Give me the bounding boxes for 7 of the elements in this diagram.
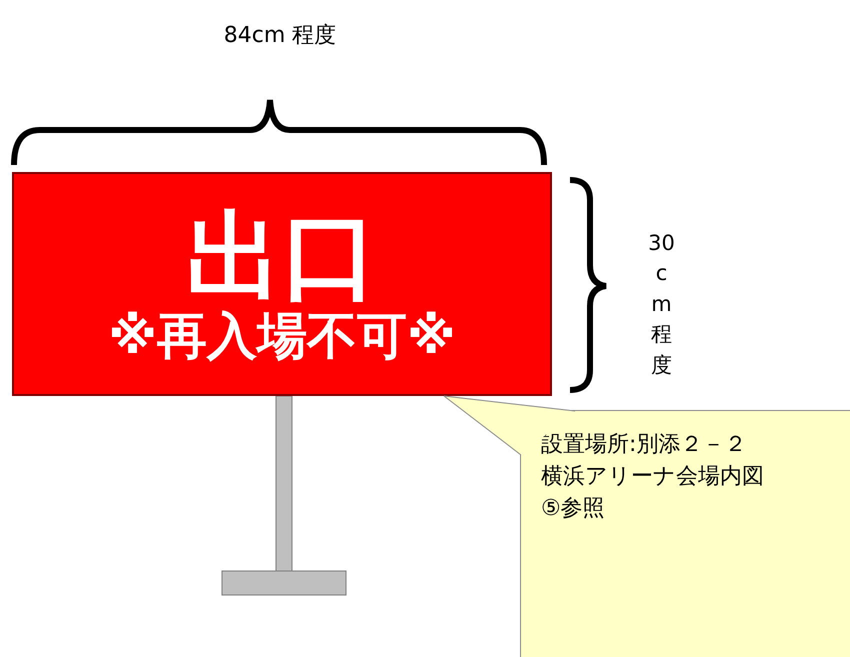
exit-sign	[12, 172, 552, 396]
callout-box	[520, 410, 850, 657]
height-dimension-label: 30cm程度	[648, 230, 675, 379]
callout-text: 設置場所:別添２－２横浜アリーナ会場内図⑤参照	[541, 431, 765, 523]
sign-notice: ※再入場不可※	[108, 309, 456, 364]
sign-title: 出口	[186, 204, 378, 310]
width-dimension-label: 84cm 程度	[222, 22, 338, 50]
